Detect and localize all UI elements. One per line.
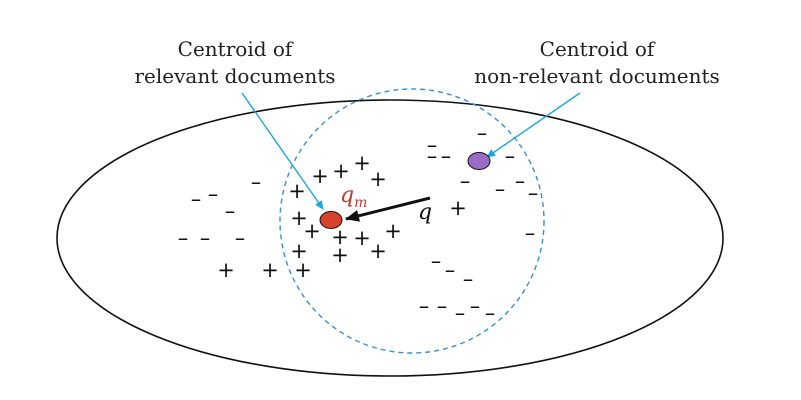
moved-query-label-main: q <box>340 183 354 208</box>
nonrelevant-doc-minus-18: – <box>431 249 442 273</box>
nonrelevant-doc-minus-22: – <box>437 294 448 318</box>
nonrelevant-doc-minus-7: – <box>208 182 219 206</box>
nonrelevant-documents-group: ––––––––––––––––––––––––– <box>178 121 539 325</box>
relevant-doc-plus-5: + <box>288 179 306 203</box>
relevant-doc-plus-15: + <box>261 258 279 282</box>
nonrelevant-doc-minus-16: – <box>235 226 246 250</box>
relevant-doc-plus-8: + <box>331 225 349 249</box>
moved-query-label: qm <box>340 183 367 211</box>
relevant-doc-plus-4: + <box>369 167 387 191</box>
nonrelevant-doc-minus-4: – <box>441 144 452 168</box>
nonrelevant-doc-minus-13: – <box>528 181 539 205</box>
relevant-centroid-pointer-arrow <box>241 92 324 210</box>
nonrelevant-centroid-dot <box>467 152 491 170</box>
relevant-doc-plus-3: + <box>353 151 371 175</box>
relevant-doc-plus-9: + <box>353 226 371 250</box>
relevant-doc-plus-2: + <box>332 159 350 183</box>
relevant-doc-plus-6: + <box>290 206 308 230</box>
original-query-label: q <box>418 200 432 225</box>
nonrelevant-doc-minus-25: – <box>485 301 496 325</box>
nonrelevant-doc-minus-3: – <box>427 144 438 168</box>
relevant-doc-plus-7: + <box>303 219 321 243</box>
moved-query-label-subscript: m <box>354 195 367 211</box>
relevant-centroid-caption-line2: relevant documents <box>134 64 335 88</box>
relevant-centroid-caption-line1: Centroid of <box>178 37 294 61</box>
relevant-doc-plus-13: + <box>331 243 349 267</box>
nonrelevant-doc-minus-15: – <box>200 226 211 250</box>
nonrelevant-doc-minus-14: – <box>178 226 189 250</box>
nonrelevant-doc-minus-11: – <box>495 177 506 201</box>
relevant-centroid-dot <box>319 211 343 229</box>
nonrelevant-centroid-caption-line2: non-relevant documents <box>474 64 720 88</box>
relevant-doc-plus-16: + <box>294 258 312 282</box>
nonrelevant-centroid-pointer-arrow <box>486 92 581 158</box>
nonrelevant-doc-minus-20: – <box>463 267 474 291</box>
nonrelevant-doc-minus-17: – <box>525 221 536 245</box>
nonrelevant-doc-minus-21: – <box>419 294 430 318</box>
nonrelevant-doc-minus-5: – <box>505 144 516 168</box>
relevant-doc-plus-12: + <box>290 239 308 263</box>
document-space-ellipse <box>56 99 724 377</box>
relevant-doc-plus-14: + <box>217 258 235 282</box>
relevant-doc-plus-11: + <box>384 219 402 243</box>
relevant-doc-plus-17: + <box>449 196 467 220</box>
nonrelevant-doc-minus-19: – <box>445 258 456 282</box>
relevant-doc-plus-1: + <box>311 164 329 188</box>
nonrelevant-doc-minus-8: – <box>225 199 236 223</box>
query-neighborhood-circle <box>279 88 545 354</box>
nonrelevant-doc-minus-12: – <box>515 169 526 193</box>
relevant-doc-plus-10: + <box>369 239 387 263</box>
nonrelevant-doc-minus-9: – <box>191 187 202 211</box>
query-shift-arrow <box>345 196 431 222</box>
nonrelevant-doc-minus-1: – <box>477 121 488 145</box>
nonrelevant-doc-minus-6: – <box>251 170 262 194</box>
nonrelevant-centroid-caption-line1: Centroid of <box>540 37 656 61</box>
relevant-documents-group: +++++++++++++++++ <box>217 151 467 282</box>
nonrelevant-doc-minus-2: – <box>427 133 438 157</box>
nonrelevant-doc-minus-10: – <box>460 169 471 193</box>
nonrelevant-doc-minus-24: – <box>470 294 481 318</box>
nonrelevant-doc-minus-23: – <box>455 301 466 325</box>
